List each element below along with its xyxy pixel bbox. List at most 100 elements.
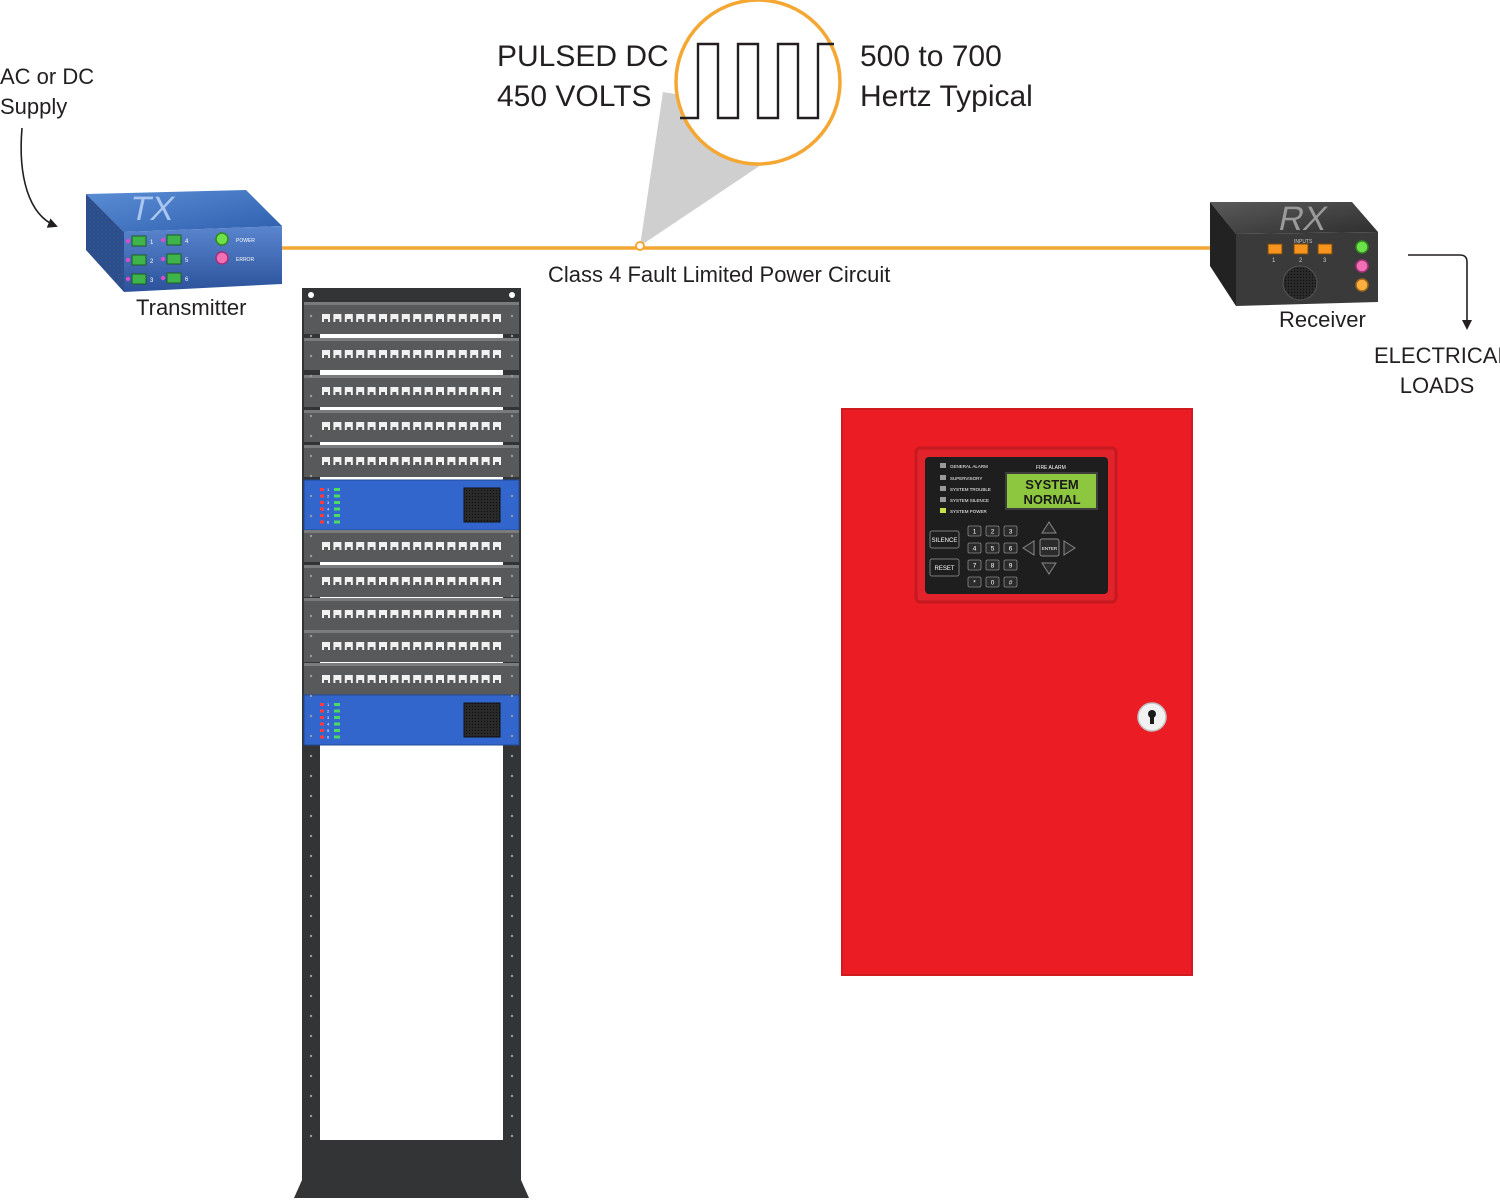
patch-port <box>447 422 456 430</box>
circuit-label: Class 4 Fault Limited Power Circuit <box>548 262 891 287</box>
patch-port <box>367 457 376 465</box>
patch-port <box>424 457 433 465</box>
enter-button[interactable] <box>1039 538 1060 557</box>
pulse-label-line1: PULSED DC <box>497 40 669 73</box>
patch-port <box>333 577 342 585</box>
rx-badge: RX <box>1275 200 1330 238</box>
keypad-key[interactable] <box>967 542 982 554</box>
patch-port <box>333 542 342 550</box>
keypad-key[interactable] <box>985 576 1000 588</box>
lcd-status-line1: SYSTEM <box>1025 477 1078 492</box>
arrow-down-button[interactable] <box>1041 562 1057 575</box>
patch-port <box>481 422 490 430</box>
keypad-key[interactable] <box>985 559 1000 571</box>
patch-port <box>413 350 422 358</box>
patch-port <box>333 457 342 465</box>
patch-port <box>379 422 387 430</box>
patch-port <box>390 610 399 618</box>
patch-port <box>390 422 399 430</box>
keypad-key-label: 2 <box>991 529 995 536</box>
patch-port <box>413 675 422 683</box>
arrow-left-button[interactable] <box>1022 540 1035 556</box>
patch-port <box>481 314 490 322</box>
transmitter-label: Transmitter <box>136 295 247 320</box>
patch-port <box>481 642 490 650</box>
patch-port <box>424 542 433 550</box>
reset-button[interactable] <box>929 558 960 577</box>
keypad-key[interactable] <box>1003 559 1018 571</box>
arrow-right-button[interactable] <box>1063 540 1076 556</box>
patch-port <box>344 577 353 585</box>
keypad-key[interactable] <box>1003 576 1018 588</box>
keypad-key[interactable] <box>967 576 982 588</box>
tx-power-led <box>215 232 229 246</box>
arrow-up-button[interactable] <box>1041 521 1057 534</box>
indicator-label: GENERAL ALARM <box>950 464 988 469</box>
indicator-label: SYSTEM TROUBLE <box>950 487 991 492</box>
patch-port <box>470 387 479 395</box>
keypad-key[interactable] <box>985 525 1000 537</box>
patch-port <box>413 387 422 395</box>
patch-port <box>436 642 444 650</box>
loads-label-line1: ELECTRICAL <box>1374 343 1500 368</box>
patch-port <box>344 542 353 550</box>
module-led-label: 2 <box>327 494 330 499</box>
patch-port <box>344 387 353 395</box>
keypad-key[interactable] <box>985 542 1000 554</box>
patch-port <box>458 610 467 618</box>
patch-port <box>322 387 330 395</box>
module-led-label: 6 <box>327 735 330 740</box>
keypad-key-label: 5 <box>991 546 995 553</box>
rx-output-led <box>1355 240 1369 254</box>
patch-port <box>436 350 444 358</box>
patch-port <box>424 642 433 650</box>
patch-port <box>367 542 376 550</box>
patch-port <box>458 350 467 358</box>
waveform-callout <box>635 0 842 251</box>
keypad-key[interactable] <box>967 559 982 571</box>
patch-port <box>401 314 410 322</box>
keypad-key-label: * <box>973 580 976 587</box>
patch-port <box>447 387 456 395</box>
patch-port <box>424 675 433 683</box>
keypad-key[interactable] <box>1003 542 1018 554</box>
patch-port <box>447 675 456 683</box>
patch-port <box>356 387 365 395</box>
patch-port <box>390 675 399 683</box>
transmitter-device: TX 1 2 3 4 5 6 POWER ERROR <box>86 190 282 292</box>
patch-port <box>322 542 330 550</box>
patch-port <box>367 387 376 395</box>
patch-port <box>447 542 456 550</box>
patch-port <box>493 577 501 585</box>
patch-port <box>379 457 387 465</box>
indicator-label: SYSTEM SILENCE <box>950 498 989 503</box>
patch-port <box>424 422 433 430</box>
patch-port <box>493 610 501 618</box>
indicator-label: SUPERVISORY <box>950 476 982 481</box>
keypad-key-label: 9 <box>1009 563 1013 570</box>
patch-port <box>424 387 433 395</box>
patch-port <box>333 422 342 430</box>
patch-port <box>436 314 444 322</box>
patch-port <box>390 542 399 550</box>
patch-port <box>470 422 479 430</box>
patch-port <box>356 577 365 585</box>
silence-button[interactable] <box>929 530 960 549</box>
tx-port-label: 6 <box>185 277 189 283</box>
keypad-key[interactable] <box>967 525 982 537</box>
patch-port <box>424 350 433 358</box>
panel-keylock <box>1137 702 1167 732</box>
keypad-key-label: 1 <box>973 529 977 536</box>
pulse-label-line2: 450 VOLTS <box>497 80 652 113</box>
patch-port <box>322 675 330 683</box>
patch-port <box>481 610 490 618</box>
patch-port <box>481 542 490 550</box>
keypad-key[interactable] <box>1003 525 1018 537</box>
patch-panel <box>304 565 519 597</box>
patch-port <box>333 350 342 358</box>
loads-label: ELECTRICAL LOADS <box>1374 341 1500 401</box>
patch-port <box>367 350 376 358</box>
